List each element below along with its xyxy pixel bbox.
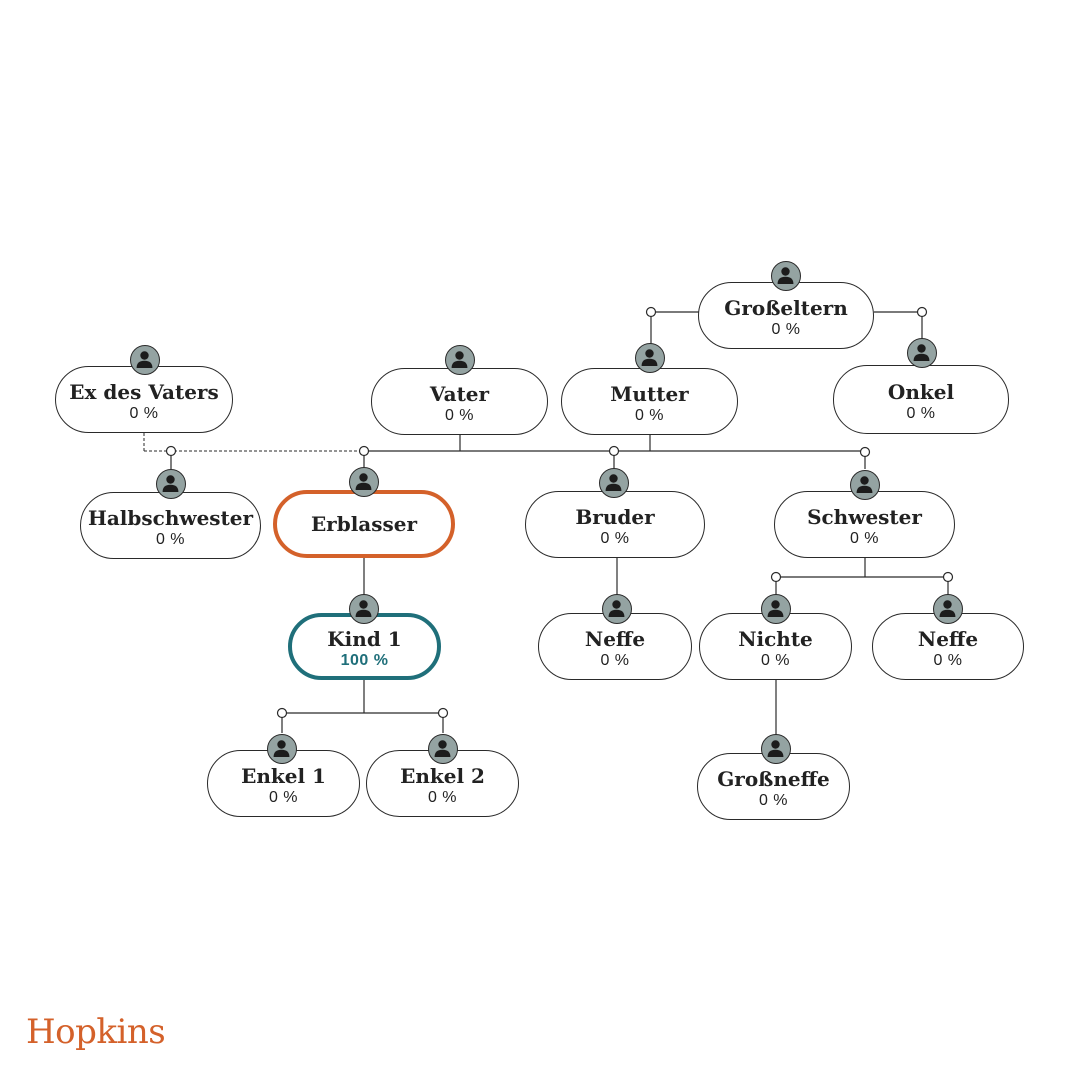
node-neffe-bruder[interactable]: Neffe 0 % (538, 613, 692, 680)
name-bruder: Bruder (575, 504, 655, 529)
share-onkel: 0 % (906, 404, 936, 422)
share-neffe-bruder: 0 % (600, 651, 630, 669)
node-bruder[interactable]: Bruder 0 % (525, 491, 705, 558)
node-halbschwester[interactable]: Halbschwester 0 % (80, 492, 261, 559)
person-icon (761, 734, 791, 764)
person-icon (761, 594, 791, 624)
name-halbschwester: Halbschwester (87, 505, 254, 530)
name-enkel-1: Enkel 1 (241, 763, 326, 788)
person-icon (349, 467, 379, 497)
hopkins-logo: Hopkins (26, 1012, 166, 1052)
name-enkel-2: Enkel 2 (400, 763, 485, 788)
person-icon (445, 345, 475, 375)
share-vater: 0 % (444, 406, 475, 424)
node-schwester[interactable]: Schwester 0 % (774, 491, 955, 558)
person-icon (349, 594, 379, 624)
person-icon (599, 468, 629, 498)
name-onkel: Onkel (887, 379, 955, 404)
name-mutter: Mutter (610, 381, 689, 406)
share-nichte: 0 % (760, 651, 791, 669)
person-icon (428, 734, 458, 764)
node-grosseltern[interactable]: Großeltern 0 % (698, 282, 874, 349)
person-icon (771, 261, 801, 291)
person-icon (933, 594, 963, 624)
share-grosseltern: 0 % (771, 320, 801, 338)
name-neffe-schwester: Neffe (917, 626, 979, 651)
node-enkel-2[interactable]: Enkel 2 0 % (366, 750, 519, 817)
person-icon (602, 594, 632, 624)
name-erblasser: Erblasser (310, 512, 418, 536)
person-icon (267, 734, 297, 764)
node-vater[interactable]: Vater 0 % (371, 368, 548, 435)
name-ex-des-vaters: Ex des Vaters (69, 379, 219, 404)
person-icon (635, 343, 665, 373)
share-schwester: 0 % (849, 529, 880, 547)
share-enkel-1: 0 % (268, 788, 299, 806)
person-icon (130, 345, 160, 375)
share-halbschwester: 0 % (155, 530, 186, 548)
share-enkel-2: 0 % (427, 788, 458, 806)
name-grosseltern: Großeltern (724, 295, 848, 320)
name-nichte: Nichte (738, 626, 813, 651)
node-onkel[interactable]: Onkel 0 % (833, 365, 1009, 434)
share-mutter: 0 % (634, 406, 665, 424)
name-neffe-bruder: Neffe (584, 626, 646, 651)
name-vater: Vater (429, 381, 490, 406)
node-grossneffe[interactable]: Großneffe 0 % (697, 753, 850, 820)
name-schwester: Schwester (807, 504, 922, 529)
node-erblasser[interactable]: Erblasser (273, 490, 455, 558)
name-grossneffe: Großneffe (717, 766, 830, 791)
person-icon (156, 469, 186, 499)
share-ex-des-vaters: 0 % (129, 404, 159, 422)
share-neffe-schwester: 0 % (933, 651, 963, 669)
share-grossneffe: 0 % (758, 791, 789, 809)
node-ex-des-vaters[interactable]: Ex des Vaters 0 % (55, 366, 233, 433)
node-mutter[interactable]: Mutter 0 % (561, 368, 738, 435)
person-icon (850, 470, 880, 500)
share-kind-1: 100 % (340, 651, 389, 669)
person-icon (907, 338, 937, 368)
name-kind-1: Kind 1 (327, 626, 402, 651)
share-bruder: 0 % (600, 529, 630, 547)
